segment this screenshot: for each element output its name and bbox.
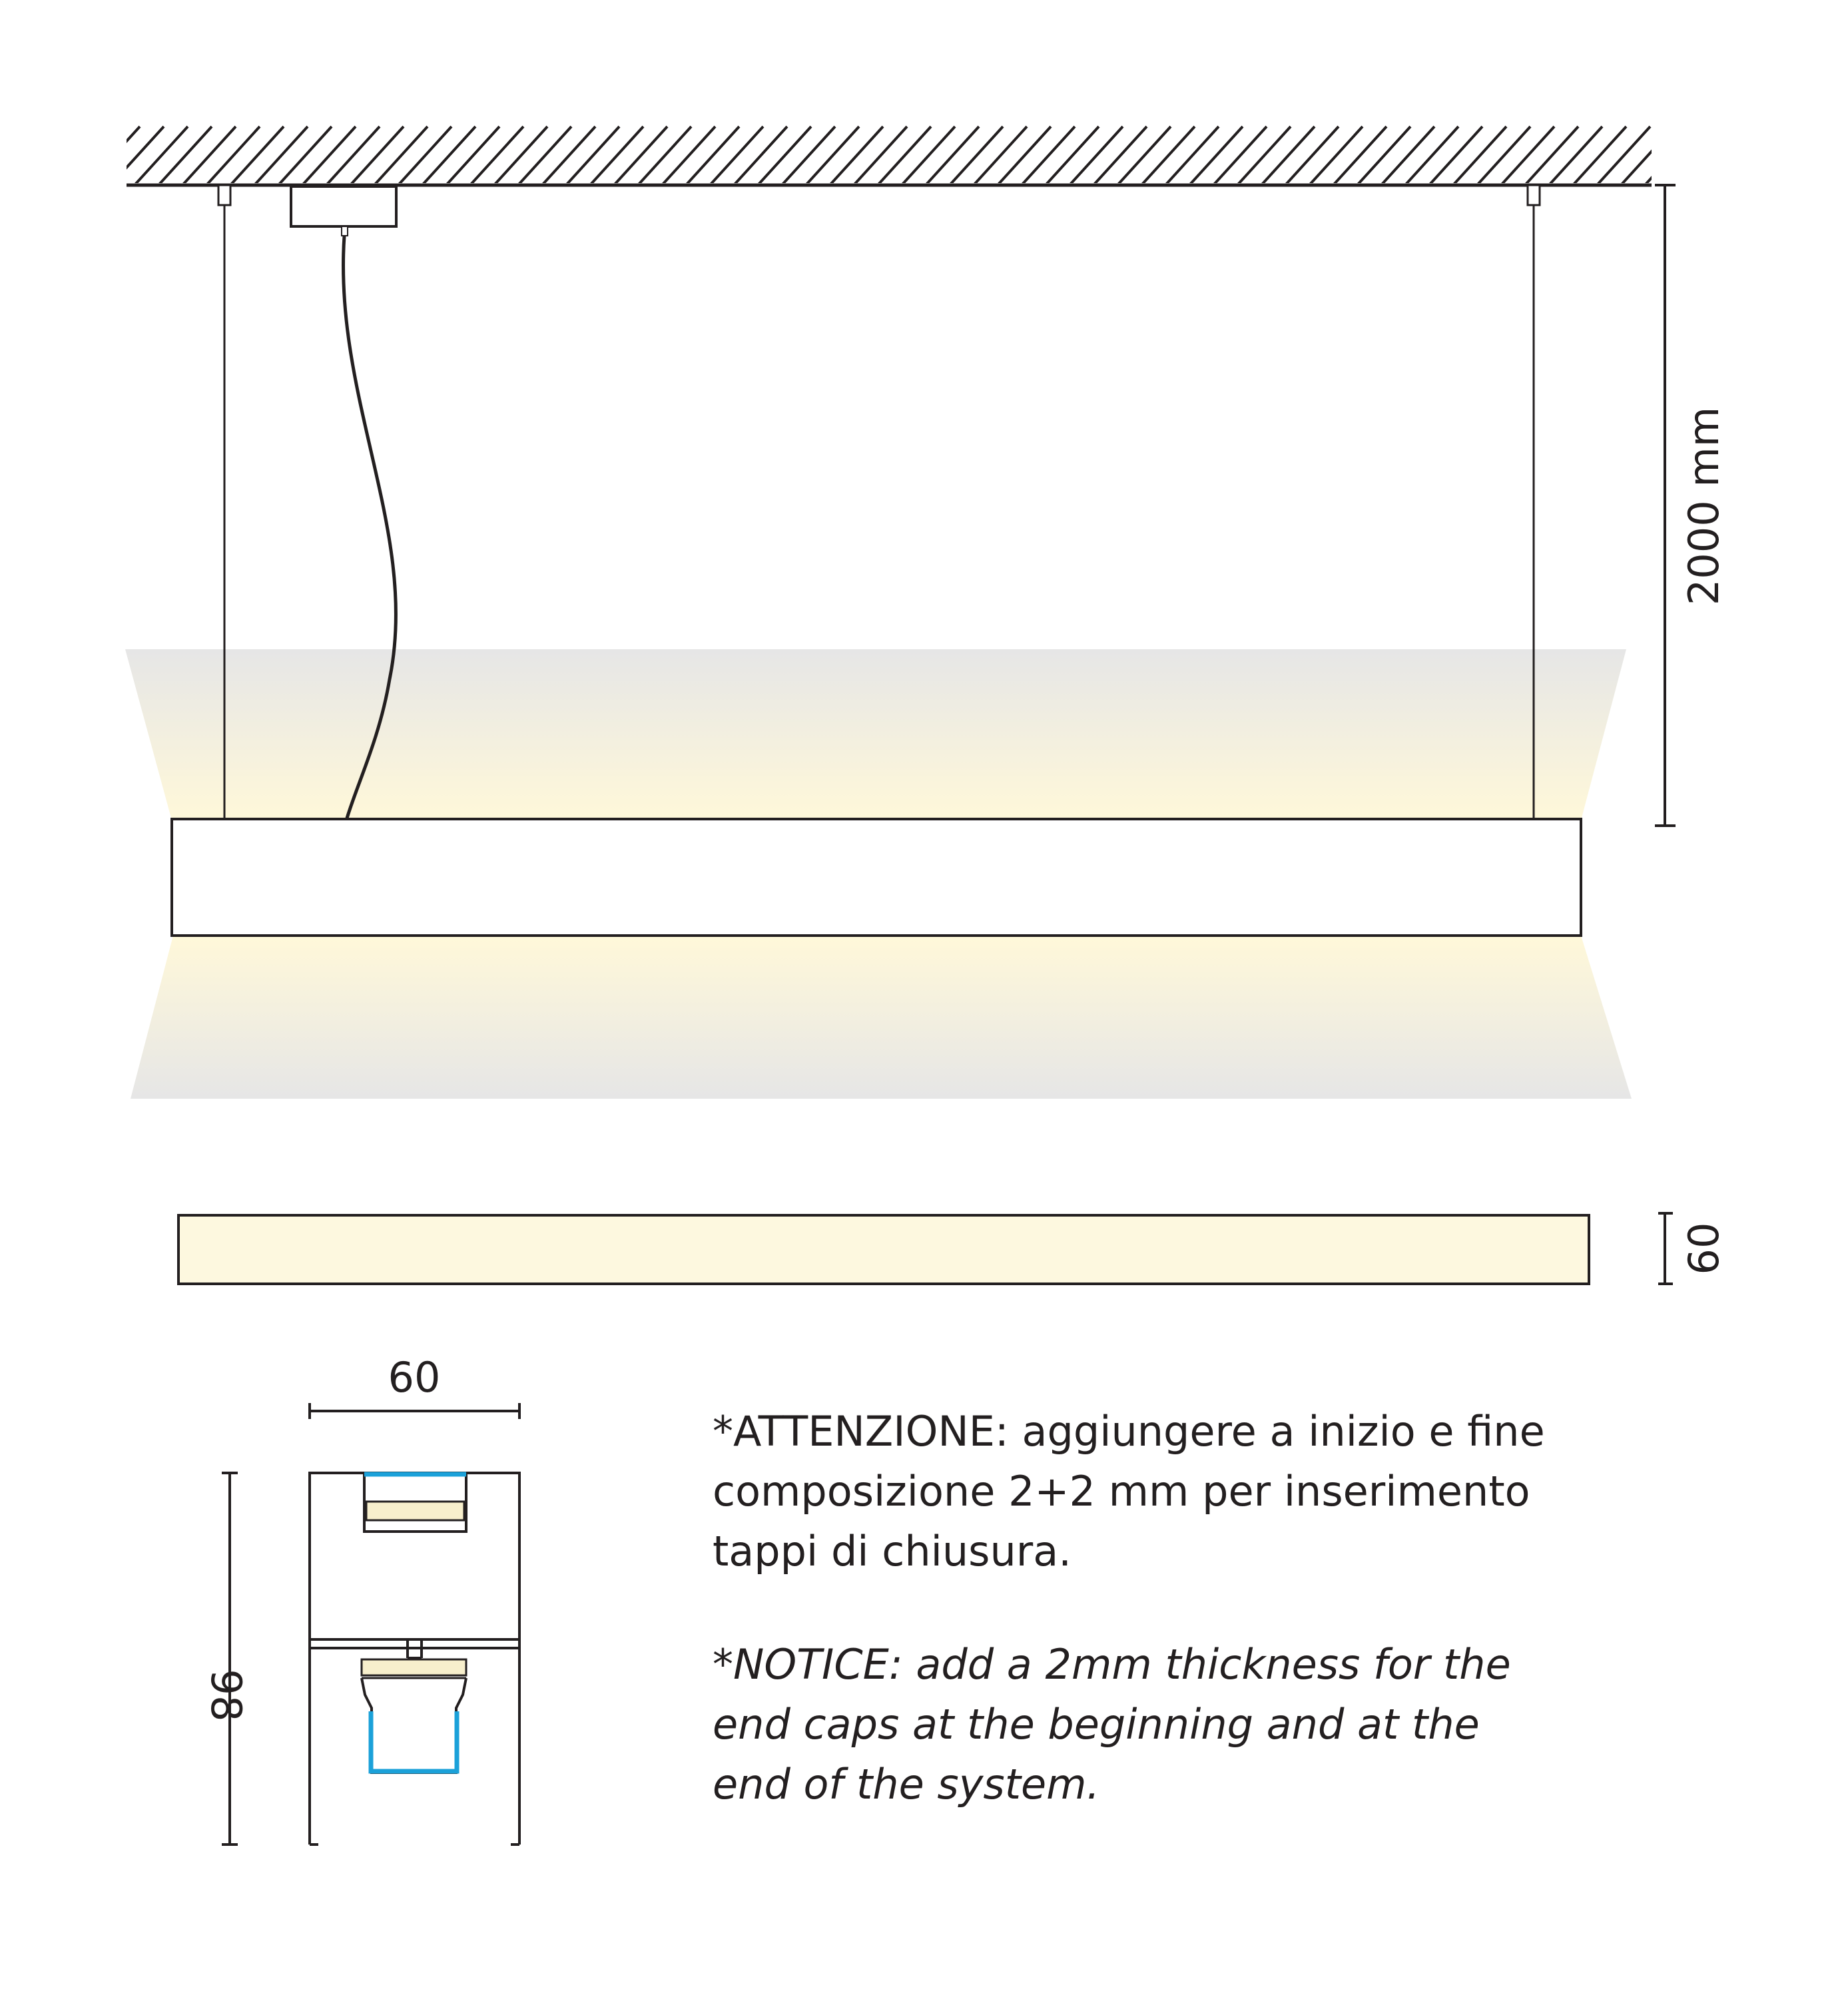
- ceiling-hatch-line: [1429, 125, 1484, 183]
- ceiling-hatch-line: [734, 125, 788, 183]
- upper-led-strip: [365, 1500, 465, 1522]
- ceiling-hatch-line: [254, 125, 309, 183]
- section-width-dimension-line: [308, 1403, 521, 1419]
- ceiling-hatch-line: [1285, 125, 1340, 183]
- ceiling-hatch-line: [518, 125, 573, 183]
- ceiling-hatch-line: [1525, 125, 1580, 183]
- suspension-cable-left: [217, 184, 232, 820]
- ceiling-hatch-line: [1070, 125, 1124, 183]
- ceiling-hatch-line: [206, 125, 261, 183]
- section-height-label: 98: [202, 1669, 250, 1722]
- fixture-body-bottom-view: [177, 1214, 1590, 1285]
- power-cord: [342, 235, 398, 821]
- ceiling-canopy: [290, 185, 398, 228]
- ceiling-hatch-line: [1046, 125, 1100, 183]
- ceiling-hatch-line: [127, 125, 141, 143]
- thickness-dimension-label: 60: [1680, 1223, 1728, 1275]
- ceiling-hatch-line: [1381, 125, 1436, 183]
- lower-led-strip: [360, 1658, 467, 1677]
- ceiling-hatch-line: [1261, 125, 1316, 183]
- ceiling: [127, 125, 1722, 187]
- ceiling-hatch-line: [566, 125, 621, 183]
- ceiling-hatch-line: [998, 125, 1052, 183]
- ceiling-hatch-line: [902, 125, 956, 183]
- suspension-cable-right: [1526, 184, 1541, 820]
- ceiling-hatch-line: [230, 125, 285, 183]
- ceiling-hatch-line: [1189, 125, 1244, 183]
- ceiling-hatch-line: [638, 125, 693, 183]
- ceiling-hatch-line: [1117, 125, 1172, 183]
- ceiling-hatch-line: [135, 125, 189, 183]
- ceiling-hatch-line: [1333, 125, 1388, 183]
- ceiling-hatch-line: [974, 125, 1028, 183]
- ceiling-hatch-line: [1501, 125, 1556, 183]
- ceiling-hatch-line: [806, 125, 860, 183]
- ceiling-hatch-line: [1573, 125, 1628, 183]
- ceiling-hatch-line: [1213, 125, 1268, 183]
- fixture-body-side-view: [170, 818, 1582, 937]
- ceiling-hatch-line: [1477, 125, 1532, 183]
- ceiling-hatch-line: [1669, 127, 1722, 185]
- ceiling-hatch-line: [1309, 125, 1364, 183]
- section-height-dimension-line: [222, 1472, 238, 1846]
- ceiling-hatch-line: [614, 125, 669, 183]
- ceiling-hatch-line: [854, 125, 908, 183]
- ceiling-hatch-line: [326, 125, 381, 183]
- ceiling-hatch-line: [1357, 125, 1412, 183]
- ceiling-hatch-line: [398, 125, 453, 183]
- thickness-dimension-line: [1658, 1212, 1673, 1285]
- ceiling-hatch-line: [662, 125, 717, 183]
- lower-diffuser: [360, 1677, 467, 1774]
- ceiling-hatch-line: [1405, 125, 1460, 183]
- ceiling-hatch-line: [182, 125, 237, 183]
- ceiling-hatch-line: [278, 125, 333, 183]
- ceiling-hatch-line: [350, 125, 405, 183]
- ceiling-hatch-line: [494, 125, 549, 183]
- height-dimension-label: 2000 mm: [1680, 407, 1728, 605]
- ceiling-hatch-line: [470, 125, 525, 183]
- ceiling-hatch-line: [374, 125, 429, 183]
- ceiling-hatch-line: [686, 125, 741, 183]
- ceiling-hatch-line: [1141, 125, 1196, 183]
- ceiling-hatch-line: [302, 125, 357, 183]
- downward-light-glow: [131, 936, 1632, 1099]
- ceiling-hatch-line: [758, 125, 812, 183]
- height-dimension-line: [1655, 184, 1676, 827]
- ceiling-hatch-line: [1453, 125, 1508, 183]
- ceiling-hatch-line: [830, 125, 884, 183]
- ceiling-hatch-line: [950, 125, 1004, 183]
- ceiling-hatch-line: [1645, 176, 1652, 183]
- ceiling-hatch-line: [127, 125, 165, 170]
- ceiling-hatch-line: [878, 125, 932, 183]
- section-width-label: 60: [388, 1353, 441, 1402]
- ceiling-hatch-line: [926, 125, 980, 183]
- ceiling-hatch-line: [1165, 125, 1220, 183]
- ceiling-hatch-line: [542, 125, 597, 183]
- ceiling-hatch-line: [1022, 125, 1076, 183]
- ceiling-hatch-line: [710, 125, 765, 183]
- ceiling-hatch-line: [446, 125, 501, 183]
- ceiling-hatch-line: [782, 125, 836, 183]
- ceiling-hatch-line: [1093, 125, 1148, 183]
- cross-section: 60 98: [202, 1353, 521, 1846]
- note-italian: *ATTENZIONE: aggiungere a inizio e fine …: [713, 1407, 1545, 1575]
- upward-light-glow: [125, 649, 1626, 820]
- note-english: *NOTICE: add a 2mm thickness for the end…: [713, 1640, 1511, 1809]
- ceiling-hatch-line: [422, 125, 477, 183]
- ceiling-hatch-line: [158, 125, 213, 183]
- ceiling-hatch-line: [1621, 149, 1652, 183]
- ceiling-hatch-line: [1237, 125, 1292, 183]
- installation-notes: *ATTENZIONE: aggiungere a inizio e fine …: [713, 1402, 1811, 1815]
- ceiling-hatch-line: [1597, 125, 1652, 183]
- ceiling-hatch-line: [1549, 125, 1604, 183]
- ceiling-hatch-line: [590, 125, 645, 183]
